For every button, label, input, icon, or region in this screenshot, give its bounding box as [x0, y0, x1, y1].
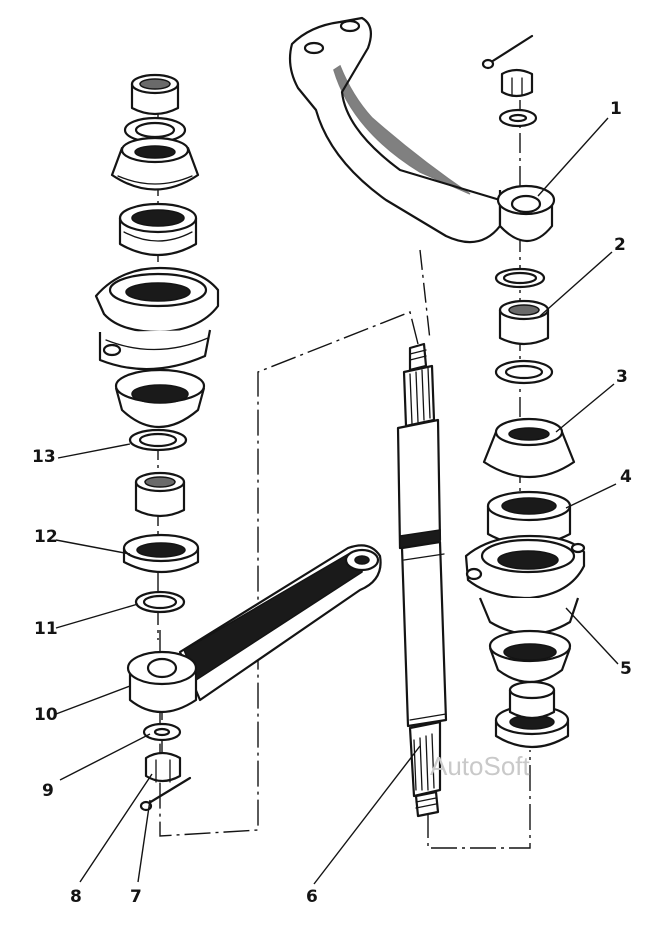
steering-arm-1	[288, 16, 556, 244]
housing-flange-left	[94, 266, 220, 371]
callout-10: 10	[34, 705, 58, 725]
bearing-4	[486, 490, 572, 547]
bushing-mid-left	[134, 471, 186, 518]
washer-13	[128, 428, 188, 452]
castle-nut-top	[500, 68, 534, 98]
bearing-12	[122, 533, 200, 573]
cotter-pin-top	[481, 34, 534, 70]
washer-top	[498, 108, 538, 128]
callout-4: 4	[620, 467, 632, 487]
bushing-top-left	[130, 73, 180, 116]
callout-3: 3	[616, 367, 628, 387]
cotter-pin-7	[139, 776, 192, 812]
bearing-cup-upper-left	[110, 136, 200, 191]
callout-11: 11	[34, 619, 58, 639]
snap-ring-11	[134, 590, 186, 614]
washer-9	[142, 722, 182, 742]
shaft-6	[396, 342, 448, 818]
bearing-cup-lower-left	[114, 368, 206, 429]
callout-7: 7	[130, 887, 142, 907]
callout-6: 6	[306, 887, 318, 907]
leader-lines	[55, 117, 619, 885]
watermark-text: AutoSoft	[430, 751, 531, 781]
snap-ring-right	[494, 267, 546, 289]
callout-2: 2	[614, 235, 626, 255]
housing-flange-5	[464, 534, 586, 636]
callout-8: 8	[70, 887, 82, 907]
lever-arm-10	[126, 544, 382, 713]
bearing-cup-3	[482, 417, 576, 478]
callout-5: 5	[620, 659, 632, 679]
callout-1: 1	[610, 99, 622, 119]
ring-seal-right	[494, 359, 554, 385]
bearing-cup-lower-right	[488, 629, 572, 683]
bushing-2	[498, 299, 550, 346]
callout-9: 9	[42, 781, 54, 801]
roller-bearing-left	[118, 202, 198, 257]
callout-12: 12	[34, 527, 58, 547]
callout-13: 13	[32, 447, 56, 467]
seal-bottom-right	[494, 680, 570, 748]
callouts: 1 2 3 4 5 6 7 8 9 10 11 12 13	[32, 99, 632, 907]
nut-8	[144, 751, 182, 783]
